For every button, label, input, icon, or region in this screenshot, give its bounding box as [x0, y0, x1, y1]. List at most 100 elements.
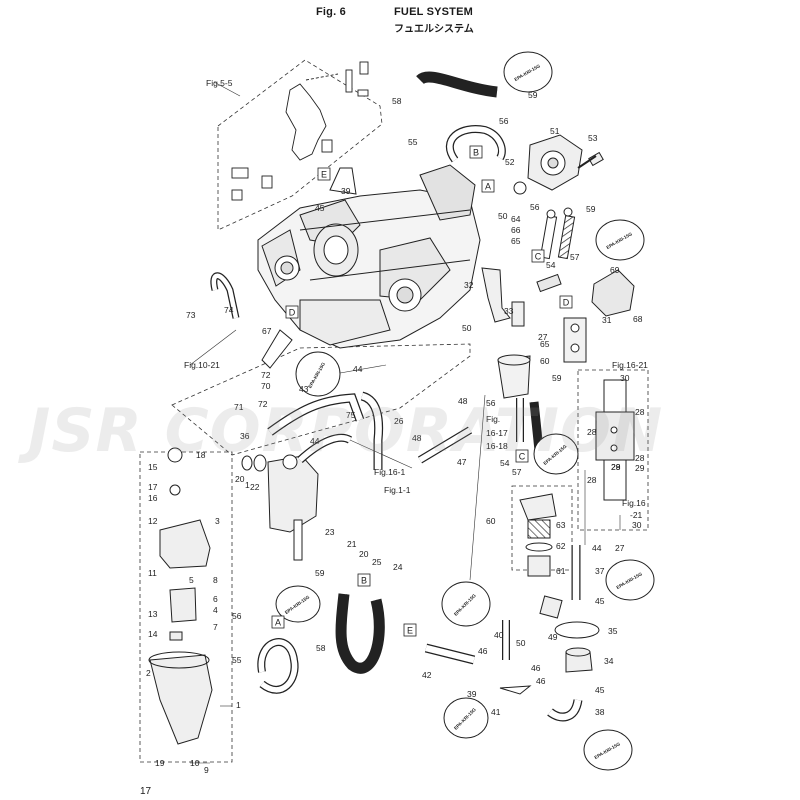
svg-text:E: E	[407, 626, 413, 636]
epa-tag: EPA-KRI-15G	[275, 585, 321, 623]
svg-text:Fig.5-5: Fig.5-5	[206, 78, 233, 88]
part-number-18: 18	[196, 450, 206, 460]
bracket-68	[536, 269, 635, 317]
part-number-55: 55	[232, 655, 242, 665]
part-number-28: 28	[635, 453, 645, 463]
part-number-24: 24	[393, 562, 403, 572]
part-number-14: 14	[148, 629, 158, 639]
part-number-58: 58	[392, 96, 402, 106]
connector-box: C	[531, 249, 545, 263]
part-number-60: 60	[486, 516, 496, 526]
part-number-41: 41	[491, 707, 501, 717]
part-number-53: 53	[588, 133, 598, 143]
connector-box: B	[469, 145, 483, 159]
svg-text:Fig.16-1: Fig.16-1	[374, 467, 405, 477]
part-number-45: 45	[595, 596, 605, 606]
part-number-42: 42	[422, 670, 432, 680]
bracket-32	[481, 267, 525, 327]
part-number-12: 12	[148, 516, 158, 526]
part-number-72: 72	[261, 370, 271, 380]
connector-box: E	[317, 167, 331, 181]
part-number-56: 56	[499, 116, 509, 126]
svg-text:Fig.10-21: Fig.10-21	[184, 360, 220, 370]
part-number-47: 47	[457, 457, 467, 467]
fuel-filter-assembly	[497, 317, 587, 399]
part-number-26: 26	[394, 416, 404, 426]
part-number-51: 51	[550, 126, 560, 136]
part-number-15: 15	[148, 462, 158, 472]
connector-box: C	[515, 449, 529, 463]
part-number-45: 45	[315, 203, 325, 213]
epa-tag: EPA-KRI-15G	[441, 581, 491, 627]
part-number-59: 59	[552, 373, 562, 383]
part-number-27: 27	[615, 543, 625, 553]
page-number: 17	[140, 786, 152, 797]
part-number-44: 44	[353, 364, 363, 374]
part-number-17: 17	[148, 482, 158, 492]
part-number-45: 45	[595, 685, 605, 695]
svg-text:-21: -21	[630, 510, 643, 520]
connector-box: A	[271, 615, 285, 629]
part-number-6: 6	[213, 594, 218, 604]
epa-tag: EPA-KRI-15G	[583, 729, 633, 771]
part-number-4: 4	[213, 605, 218, 615]
part-number-71: 71	[234, 402, 244, 412]
part-number-50: 50	[516, 638, 526, 648]
part-number-27: 27	[538, 332, 548, 342]
engine-block	[257, 164, 481, 369]
part-number-5: 5	[189, 575, 194, 585]
part-number-21: 21	[347, 539, 357, 549]
separator-tank	[241, 454, 319, 561]
part-number-22: 22	[250, 482, 260, 492]
svg-text:Fig.1-1: Fig.1-1	[384, 485, 411, 495]
part-number-7: 7	[213, 622, 218, 632]
part-number-73: 73	[186, 310, 196, 320]
fuel-pump	[513, 134, 604, 195]
svg-text:16-17: 16-17	[486, 428, 508, 438]
part-number-75: 75	[346, 410, 356, 420]
part-number-56: 56	[232, 611, 242, 621]
part-number-61: 61	[556, 566, 566, 576]
lower-right-parts	[499, 595, 600, 695]
part-number-60: 60	[540, 356, 550, 366]
part-number-25: 25	[372, 557, 382, 567]
part-number-30: 30	[620, 373, 630, 383]
fig-5-5-parts	[231, 61, 369, 201]
lower-hoses	[257, 545, 583, 722]
svg-text:Fig.: Fig.	[486, 414, 500, 424]
epa-tag: EPA-KRI-15G	[533, 433, 579, 475]
connector-box: A	[481, 179, 495, 193]
part-number-46: 46	[536, 676, 546, 686]
part-number-69: 69	[610, 265, 620, 275]
part-number-16: 16	[148, 493, 158, 503]
part-number-29: 29	[611, 462, 621, 472]
part-number-1: 1	[236, 700, 241, 710]
part-number-38: 38	[595, 707, 605, 717]
svg-text:Fig.16: Fig.16	[622, 498, 646, 508]
part-number-44: 44	[310, 436, 320, 446]
fuel-filter-kit	[519, 493, 557, 577]
connector-box: B	[357, 573, 371, 587]
hose-kit-box	[171, 343, 471, 456]
part-number-56: 56	[486, 398, 496, 408]
part-number-65: 65	[511, 236, 521, 246]
part-number-10: 10	[190, 758, 200, 768]
figure-number: Fig. 6	[316, 6, 346, 18]
part-number-1: 1	[245, 480, 250, 490]
part-number-labels: 1123456789101112131415161718192020212223…	[146, 90, 645, 775]
part-number-59: 59	[528, 90, 538, 100]
part-number-35: 35	[608, 626, 618, 636]
filter-kit-parts	[595, 379, 635, 501]
fuel-filter-box	[511, 485, 573, 571]
part-number-63: 63	[556, 520, 566, 530]
part-number-48: 48	[412, 433, 422, 443]
part-number-9: 9	[204, 765, 209, 775]
part-number-19: 19	[155, 758, 165, 768]
part-number-66: 66	[511, 225, 521, 235]
part-number-65: 65	[540, 339, 550, 349]
svg-text:B: B	[473, 148, 479, 158]
epa-tag: EPA-KRI-15G	[443, 697, 489, 739]
part-number-30: 30	[632, 520, 642, 530]
svg-text:D: D	[563, 298, 570, 308]
